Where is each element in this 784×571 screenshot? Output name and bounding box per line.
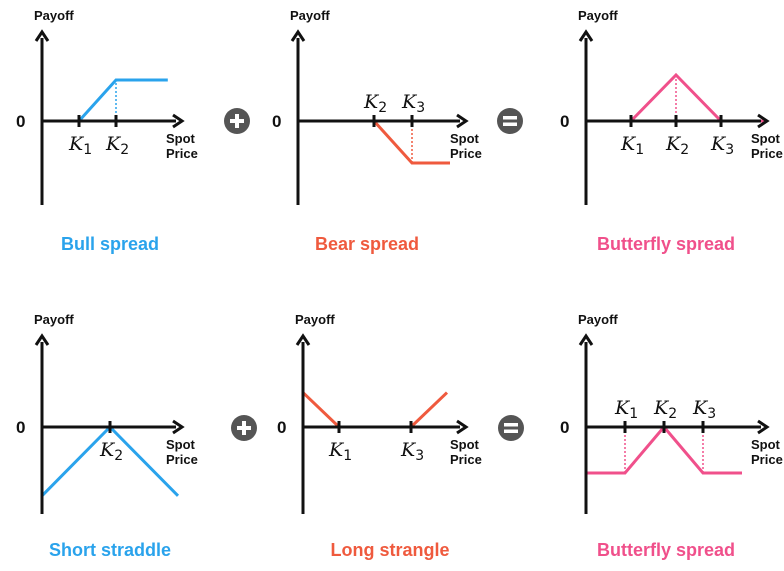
payoff-line [298, 119, 450, 165]
zero-label: 0 [16, 418, 25, 437]
strike-label-K2: K2 [653, 397, 677, 422]
zero-label: 0 [277, 418, 286, 437]
x-axis-arrow-icon [757, 419, 770, 435]
strike-label-K1: K1 [614, 397, 638, 422]
y-axis-arrow-icon [34, 333, 50, 346]
payoff-line [586, 72, 766, 123]
y-axis-arrow-icon [578, 29, 594, 42]
strike-label-K2: K2 [665, 133, 689, 158]
strike-label-K3: K3 [401, 91, 425, 116]
spot-price-label: Price [166, 146, 198, 161]
equals-circle-icon [498, 415, 524, 441]
panel-title: Butterfly spread [597, 540, 735, 560]
y-axis-arrow-icon [34, 29, 50, 42]
strike-label-K2: K2 [105, 133, 129, 158]
plus-circle-icon [231, 415, 257, 441]
spot-price-label: Spot [450, 131, 480, 146]
spot-price-label: Price [751, 452, 783, 467]
spot-price-label: Price [751, 146, 783, 161]
spot-price-label: Spot [166, 437, 196, 452]
y-axis-arrow-icon [578, 333, 594, 346]
strike-label-K1: K1 [620, 133, 644, 158]
strike-label-K2: K2 [99, 439, 123, 464]
payoff-line [301, 391, 449, 429]
payoff-axis-label: Payoff [34, 8, 74, 23]
payoff-axis-label: Payoff [290, 8, 330, 23]
y-axis-arrow-icon [290, 29, 306, 42]
panel-title: Short straddle [49, 540, 171, 560]
x-axis-arrow-icon [757, 113, 770, 129]
panel-title: Long strangle [330, 540, 449, 560]
payoff-line [586, 424, 742, 475]
strike-label-K3: K3 [710, 133, 734, 158]
spot-price-label: Spot [751, 437, 781, 452]
payoff-axis-label: Payoff [34, 312, 74, 327]
equals-circle-icon [497, 108, 523, 134]
spot-price-label: Spot [166, 131, 196, 146]
strike-label-K2: K2 [363, 91, 387, 116]
y-axis-arrow-icon [295, 333, 311, 346]
payoff-line [42, 78, 168, 123]
panel-title: Butterfly spread [597, 234, 735, 254]
panel-title: Bull spread [61, 234, 159, 254]
spot-price-label: Price [166, 452, 198, 467]
plus-circle-icon [224, 108, 250, 134]
payoff-axis-label: Payoff [578, 312, 618, 327]
zero-label: 0 [560, 418, 569, 437]
strike-label-K3: K3 [692, 397, 716, 422]
x-axis-arrow-icon [456, 113, 469, 129]
x-axis-arrow-icon [456, 419, 469, 435]
spot-price-label: Spot [450, 437, 480, 452]
strike-label-K1: K1 [328, 439, 352, 464]
x-axis-arrow-icon [172, 113, 185, 129]
zero-label: 0 [272, 112, 281, 131]
x-axis-arrow-icon [172, 419, 185, 435]
payoff-line [40, 424, 180, 497]
payoff-axis-label: Payoff [295, 312, 335, 327]
zero-label: 0 [560, 112, 569, 131]
strike-label-K3: K3 [400, 439, 424, 464]
spot-price-label: Price [450, 452, 482, 467]
spot-price-label: Spot [751, 131, 781, 146]
strike-label-K1: K1 [68, 133, 92, 158]
spot-price-label: Price [450, 146, 482, 161]
panel-title: Bear spread [315, 234, 419, 254]
zero-label: 0 [16, 112, 25, 131]
payoff-axis-label: Payoff [578, 8, 618, 23]
